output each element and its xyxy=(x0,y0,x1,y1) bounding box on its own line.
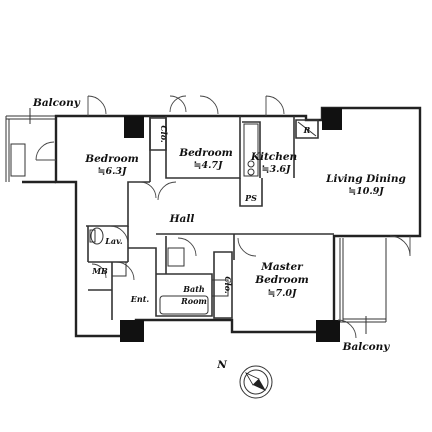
bedroom-2-name: Bedroom xyxy=(178,147,233,159)
master-bedroom-name-line2: Bedroom xyxy=(254,274,309,286)
bedroom-1-area: ≒6.3J xyxy=(98,166,127,177)
bottom-balcony xyxy=(339,238,387,334)
interior-walls xyxy=(86,116,334,320)
bathroom-name-line1: Bath xyxy=(182,284,205,294)
lavatory-label: Lav. xyxy=(104,236,123,246)
exterior-walls xyxy=(22,106,422,338)
master-bedroom-name-line1: Master xyxy=(260,261,304,273)
balcony-top-label: Balcony xyxy=(32,97,81,109)
hall-label: Hall xyxy=(169,213,195,225)
bathroom-name-line2: Room xyxy=(180,296,207,306)
bedroom-1-name: Bedroom xyxy=(84,153,139,165)
master-bedroom-area: ≒7.0J xyxy=(268,288,297,299)
fixtures xyxy=(89,121,317,315)
top-balcony xyxy=(5,108,56,182)
meter-box-label: MB xyxy=(91,266,108,276)
compass-north-label: N xyxy=(216,359,227,371)
doors xyxy=(35,95,411,339)
compass xyxy=(239,365,273,399)
closet-1-label: Clo. xyxy=(159,125,169,143)
living-dining-area: ≒10.9J xyxy=(348,186,384,197)
living-dining-name: Living Dining xyxy=(325,173,406,185)
columns xyxy=(120,108,342,342)
bedroom-2-area: ≒4.7J xyxy=(194,160,223,171)
kitchen-name: Kitchen xyxy=(250,151,297,163)
entrance-label: Ent. xyxy=(130,294,150,304)
refrigerator-label: R xyxy=(303,125,311,135)
pipe-space-label: PS xyxy=(244,193,257,203)
closet-2-label: Clo. xyxy=(223,276,233,294)
balcony-bottom-label: Balcony xyxy=(342,341,391,353)
kitchen-area: ≒3.6J xyxy=(262,164,291,175)
